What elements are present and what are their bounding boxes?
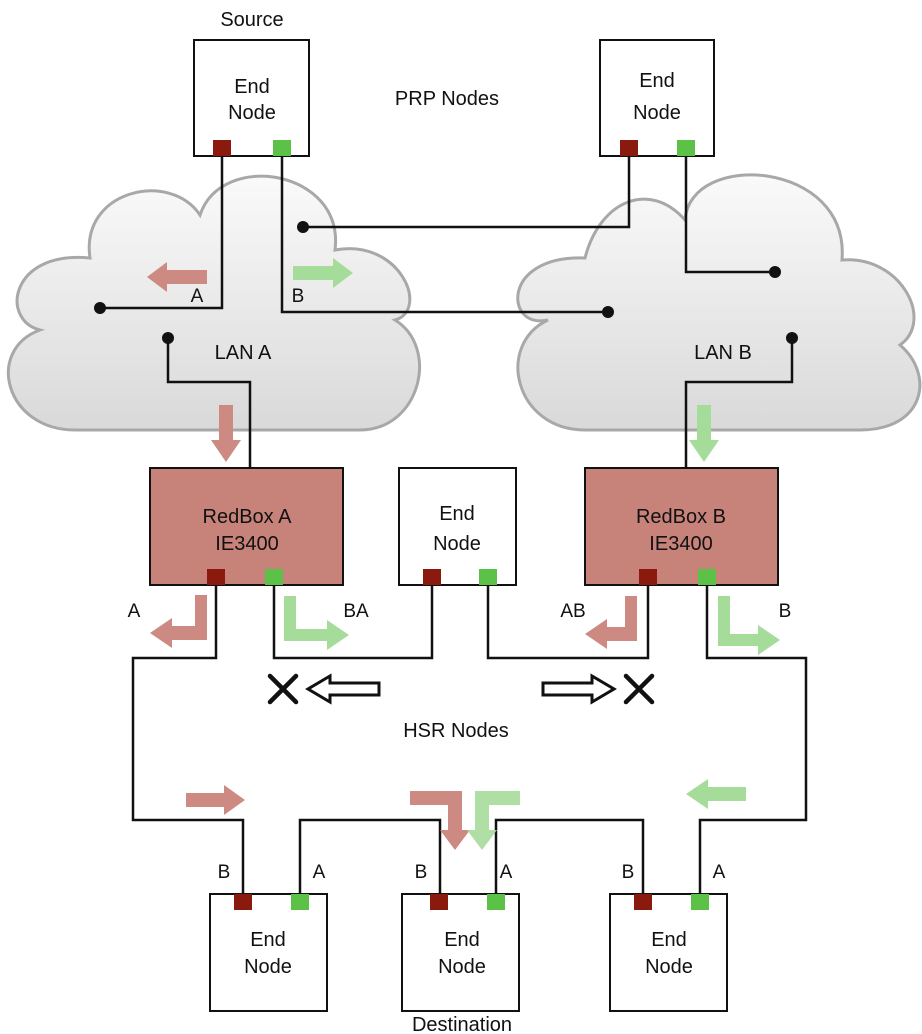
port-red [234,894,252,910]
port-label-b: B [415,862,428,883]
x-mark-icon [267,673,299,705]
red-arrow-left [147,262,207,292]
green-arrow-bend-right [718,596,780,655]
port-label-a: A [500,862,513,883]
port-red [620,140,638,156]
lan-a-label: LAN A [215,342,272,364]
connection-lines [100,156,808,894]
port-green [265,569,283,585]
green-arrow-down [689,405,719,462]
port-green [291,894,309,910]
port-red [430,894,448,910]
green-arrow-bend-right-ba [284,596,349,650]
node-label-line2: Node [228,102,276,124]
red-arrow-into-destination [410,791,470,850]
hsr-middle-end-node: End Node [398,467,517,586]
hollow-arrow-icon [305,673,381,705]
port-red [207,569,225,585]
path-label-ba: BA [343,601,369,622]
prp-nodes-label: PRP Nodes [395,88,499,110]
node-label-line2: Node [438,956,486,978]
node-label-line2: Node [633,102,681,124]
red-arrow-bend-left [150,595,207,648]
port-red [213,140,231,156]
hsr-nodes-label: HSR Nodes [403,720,509,742]
node-label-line2: Node [645,956,693,978]
port-label-a: A [313,862,326,883]
node-label-line1: End [639,70,675,92]
port-green [691,894,709,910]
port-green [487,894,505,910]
red-arrow-down [211,405,241,462]
redbox-a-label-line2: IE3400 [215,533,278,555]
node-label-line1: End [439,503,475,525]
node-label-line1: End [651,929,687,951]
green-arrow-right [293,258,353,288]
path-label-a: A [191,286,204,307]
connection-dots [94,221,798,344]
port-green [273,140,291,156]
port-red [639,569,657,585]
node-label-line1: End [234,76,270,98]
lan-a-cloud [6,174,421,432]
source-label: Source [220,9,283,31]
node-label-line1: End [444,929,480,951]
lan-b-label: LAN B [694,342,752,364]
port-red [634,894,652,910]
redbox-b-label-line2: IE3400 [649,533,712,555]
hsr-left-end-node: End Node [209,893,328,1012]
port-green [479,569,497,585]
redbox-b-label-line1: RedBox B [636,506,726,528]
port-green [698,569,716,585]
path-label-b: B [292,286,305,307]
port-label-b: B [622,862,635,883]
x-mark-icon [623,673,655,705]
blocked-right [541,673,655,705]
redbox-b: RedBox B IE3400 [584,467,779,586]
redbox-a-label-line1: RedBox A [203,506,293,528]
port-label-a: A [713,862,726,883]
node-label-line2: Node [433,533,481,555]
node-label-line2: Node [244,956,292,978]
destination-label: Destination [412,1014,512,1034]
destination-end-node: End Node [401,893,520,1012]
port-green [677,140,695,156]
prp-end-node: End Node [599,39,715,157]
path-label-ab: AB [560,601,585,622]
port-red [423,569,441,585]
traffic-arrows [147,258,780,850]
hsr-right-end-node: End Node [609,893,728,1012]
hollow-arrow-icon [541,673,617,705]
green-arrow-ring-left [686,779,746,809]
lan-b-cloud [516,173,922,432]
blocked-left [267,673,381,705]
green-arrow-into-destination [467,791,520,850]
red-arrow-ring-right [186,785,245,815]
redbox-a: RedBox A IE3400 [149,467,344,586]
node-label-line1: End [250,929,286,951]
port-letters: A B A BA AB B B A B A B A [128,286,792,883]
source-end-node: End Node [193,39,310,157]
red-arrow-bend-left-ab [585,596,637,649]
port-label-b: B [218,862,231,883]
path-label-a: A [128,601,141,622]
path-label-b: B [779,601,792,622]
